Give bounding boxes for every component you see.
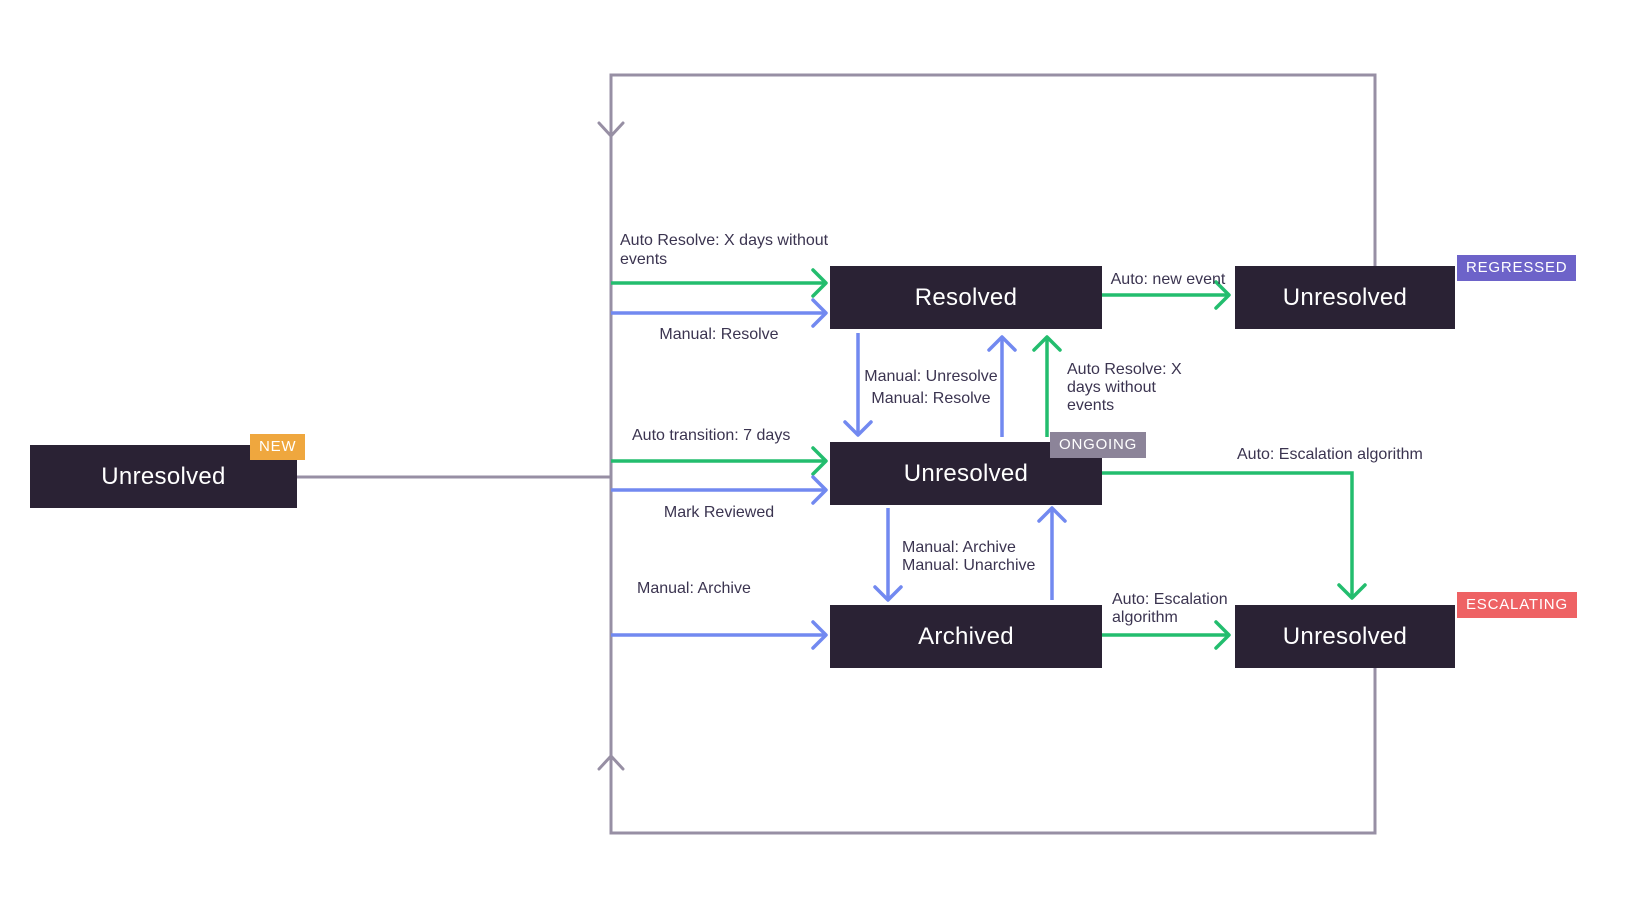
edge-label-auto-resolve-feed: Auto Resolve: X days without events (620, 232, 829, 268)
arrow-auto-new-event (1102, 280, 1231, 310)
arrowhead-right-icon (811, 475, 828, 505)
arrowhead-right-icon (1214, 620, 1231, 650)
arrow-auto-escalation-archived (1102, 620, 1231, 650)
arrow-mark-reviewed (611, 475, 828, 505)
arrow-auto-transition (611, 446, 828, 476)
state-box-resolved: Resolved (830, 266, 1102, 329)
arrowhead-right-icon (811, 268, 828, 298)
feedback-loop (297, 73, 1377, 835)
arrow-manual-archive (873, 508, 903, 602)
edge-label-mark-reviewed: Mark Reviewed (663, 504, 775, 521)
arrowhead-down-icon (873, 585, 903, 602)
arrowhead-up-icon (1037, 506, 1067, 523)
edge-label-auto-new-event: Auto: new event (1110, 271, 1226, 288)
status-badge-ongoing: ONGOING (1050, 432, 1147, 458)
status-badge-escalating: ESCALATING (1457, 592, 1577, 618)
arrow-auto-resolve-feed (611, 268, 828, 298)
arrow-manual-resolve-feed (611, 298, 828, 328)
arrow-manual-unresolve (843, 333, 873, 437)
arrow-manual-resolve-up (987, 335, 1017, 437)
state-label: Archived (918, 622, 1014, 650)
edge-label-auto-transition: Auto transition: 7 days (632, 427, 791, 444)
status-badge-new: NEW (250, 434, 306, 460)
state-label: Unresolved (1282, 622, 1408, 650)
edge-label-auto-escalation-archived: Auto: Escalation algorithm (1112, 591, 1228, 626)
arrow-manual-unarchive (1037, 506, 1067, 600)
arrowhead-right-icon (811, 298, 828, 328)
edge-label-auto-escalation-ongoing: Auto: Escalation algorithm (1237, 446, 1423, 463)
arrowhead-up-icon (1032, 335, 1062, 352)
state-box-unresolved-new: Unresolved NEW (30, 434, 306, 508)
arrow-auto-escalation-ongoing (1102, 471, 1367, 600)
edge-label-manual-archive-unarchive: Manual: Archive Manual: Unarchive (902, 539, 1036, 574)
loop-arrowhead-up-icon (597, 754, 625, 771)
state-label: Unresolved (101, 462, 226, 490)
arrow-auto-resolve-up (1032, 335, 1062, 437)
state-label: Unresolved (1282, 283, 1408, 311)
arrowhead-right-icon (1214, 280, 1231, 310)
arrowhead-right-icon (811, 446, 828, 476)
state-box-unresolved-escalating: Unresolved ESCALATING (1235, 592, 1577, 668)
state-box-unresolved-regressed: Unresolved REGRESSED (1235, 255, 1577, 329)
arrowhead-up-icon (987, 335, 1017, 352)
state-box-unresolved-ongoing: Unresolved ONGOING (830, 432, 1147, 505)
loop-line (609, 73, 1377, 835)
arrowhead-right-icon (811, 620, 828, 650)
state-label: Unresolved (903, 459, 1029, 487)
edge-label-manual-archive-feed: Manual: Archive (637, 580, 751, 597)
state-label: Resolved (914, 283, 1018, 311)
edge-label-manual-resolve-feed: Manual: Resolve (659, 326, 779, 343)
edge-label-auto-resolve-up: Auto Resolve: X days without events (1067, 361, 1182, 414)
state-box-archived: Archived (830, 605, 1102, 668)
arrowhead-down-icon (1337, 583, 1367, 600)
arrowhead-down-icon (843, 420, 873, 437)
status-badge-regressed: REGRESSED (1457, 255, 1577, 281)
loop-arrowhead-down-icon (597, 121, 625, 138)
arrow-manual-archive-feed (611, 620, 828, 650)
edge-label-manual-unresolve-resolve: Manual: Unresolve Manual: Resolve (864, 368, 998, 407)
